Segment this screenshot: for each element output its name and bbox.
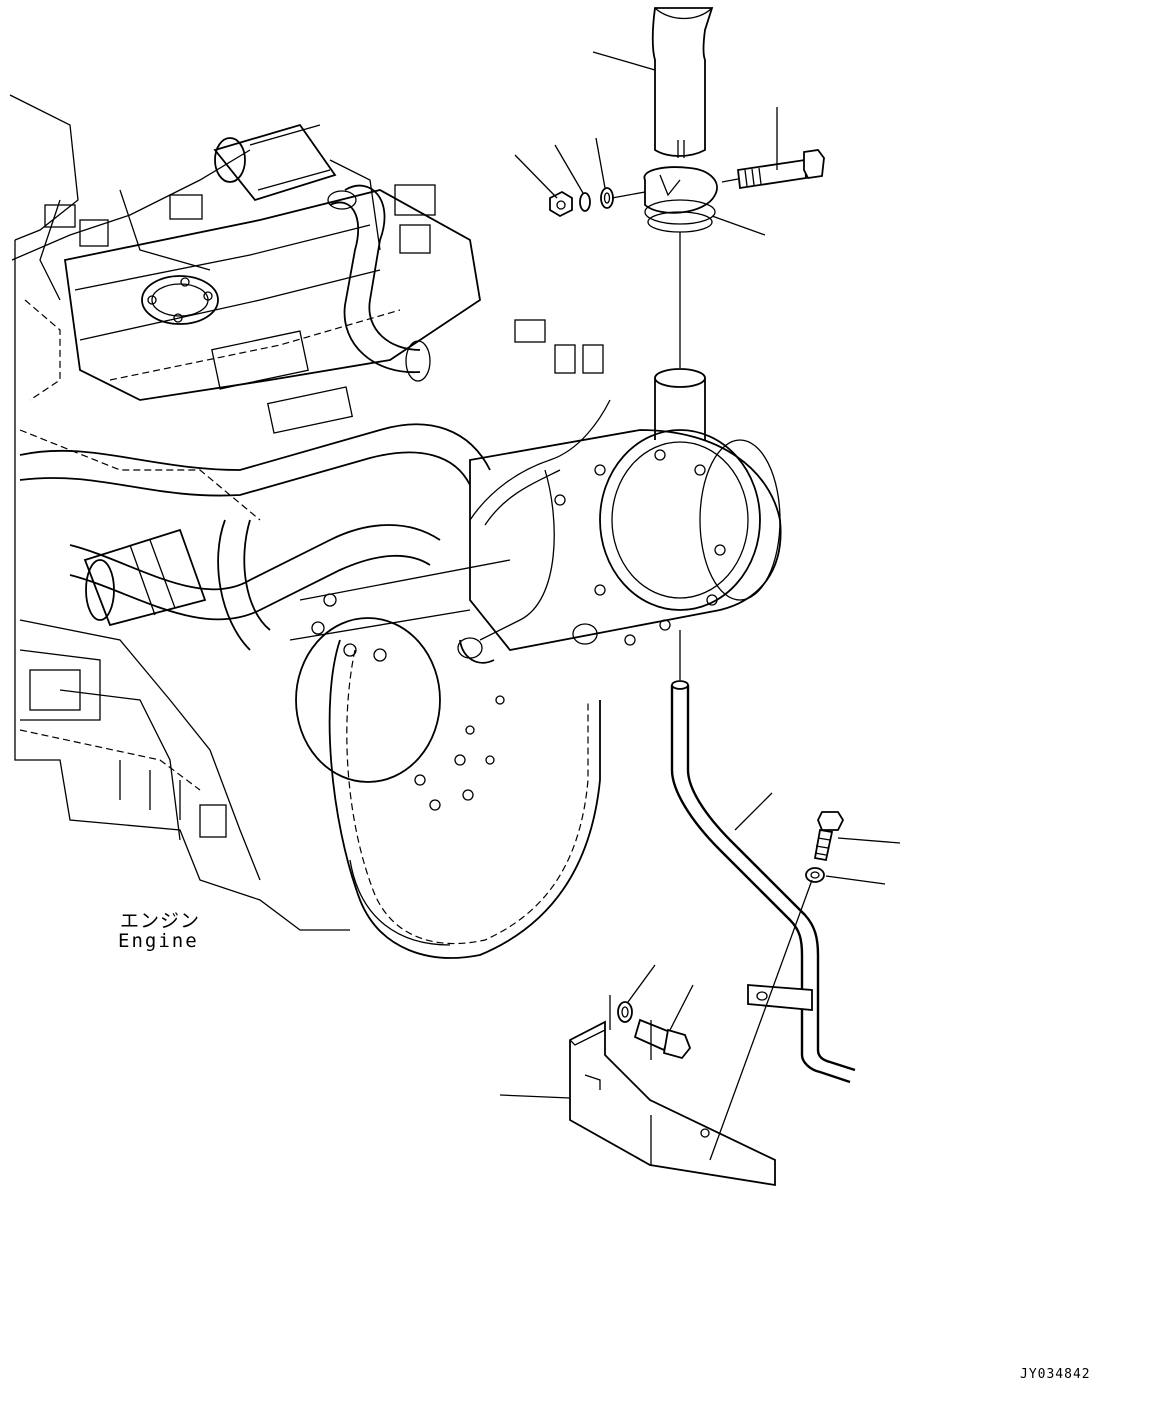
flat-washer (600, 187, 614, 209)
drawing-id: JY034842 (1020, 1367, 1091, 1382)
drain-tube (670, 680, 856, 1084)
bracket (569, 1020, 776, 1187)
pipe-clamp (643, 166, 718, 233)
clip-bolt (813, 811, 845, 862)
clamp-bolt (737, 149, 825, 190)
leader-lines (499, 51, 901, 1099)
bracket-bolt (633, 1018, 692, 1060)
clip-washer (805, 867, 825, 883)
engine-label-english: Engine (118, 930, 199, 952)
tail-pipe (651, 7, 714, 158)
engine-assembly (9, 94, 782, 959)
spring-washer (579, 192, 591, 212)
tube-clip (747, 984, 813, 1011)
bracket-washer (617, 1001, 633, 1023)
clamp-nut (549, 190, 573, 218)
assembly-lines (609, 178, 813, 1161)
engine-label-japanese: エンジン (120, 910, 201, 932)
